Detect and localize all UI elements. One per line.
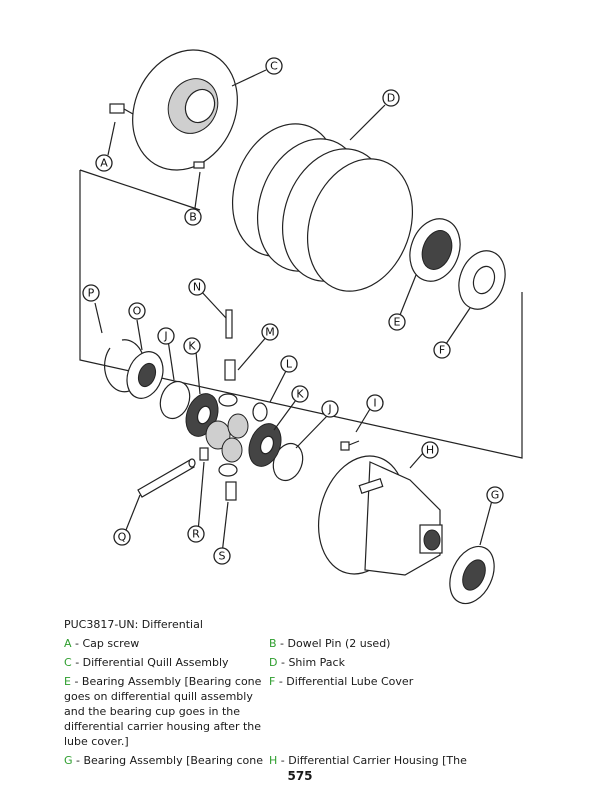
svg-text:J: J	[163, 330, 167, 343]
callout-e: E	[388, 313, 406, 331]
svg-text:E: E	[394, 316, 401, 329]
legend-item-f: F - Differential Lube Cover	[269, 675, 414, 688]
legend-item-a: A - Cap screw	[64, 637, 140, 650]
legend-row: E - Bearing Assembly [Bearing cone goes …	[64, 674, 544, 749]
legend-item-c: C - Differential Quill Assembly	[64, 656, 229, 669]
callout-b: B	[184, 208, 202, 226]
callout-k-right: K	[291, 385, 309, 403]
cap-screw	[109, 103, 134, 115]
callout-r: R	[187, 525, 205, 543]
svg-text:I: I	[373, 397, 376, 410]
pinion-pin-m	[224, 359, 236, 381]
differential-lube-cover	[458, 250, 506, 310]
parts-legend: A - Cap screw B - Dowel Pin (2 used) C -…	[64, 636, 544, 772]
legend-row: G - Bearing Assembly [Bearing cone H - D…	[64, 753, 544, 768]
callout-i: I	[366, 394, 384, 412]
callout-q: Q	[113, 528, 131, 546]
svg-text:D: D	[387, 92, 395, 105]
legend-item-h: H - Differential Carrier Housing [The	[269, 754, 467, 767]
svg-text:B: B	[189, 211, 197, 224]
dowel-pin	[193, 161, 205, 169]
long-pin-n	[225, 309, 233, 339]
callout-d: D	[382, 89, 400, 107]
differential-quill-assembly	[132, 49, 238, 171]
bearing-assembly-e	[409, 218, 461, 282]
svg-text:G: G	[491, 489, 500, 502]
callout-f: F	[433, 341, 451, 359]
callout-l: L	[280, 355, 298, 373]
svg-text:S: S	[219, 550, 226, 563]
legend-item-d: D - Shim Pack	[269, 656, 345, 669]
callout-j-right: J	[321, 400, 339, 418]
screw-i	[340, 440, 360, 451]
leader-lines	[94, 69, 495, 555]
legend-item-e: E - Bearing Assembly [Bearing cone goes …	[64, 675, 262, 748]
pinion-pin-s	[225, 481, 237, 501]
differential-carrier-housing	[317, 455, 443, 576]
callout-g: G	[486, 486, 504, 504]
legend-row: A - Cap screw B - Dowel Pin (2 used)	[64, 636, 544, 651]
callout-c: C	[265, 57, 283, 75]
svg-text:K: K	[296, 388, 304, 401]
svg-text:Q: Q	[118, 531, 127, 544]
exploded-differential-diagram: A B C D E F G H I J K L M N O P Q R S J …	[79, 49, 523, 605]
callout-n: N	[188, 278, 206, 296]
svg-text:N: N	[193, 281, 201, 294]
legend-item-b: B - Dowel Pin (2 used)	[269, 637, 391, 650]
pin-r	[199, 447, 209, 461]
svg-text:H: H	[426, 444, 434, 457]
callout-p: P	[82, 284, 100, 302]
washer-l	[252, 402, 268, 422]
legend-item-g: G - Bearing Assembly [Bearing cone	[64, 754, 263, 767]
svg-text:F: F	[439, 344, 445, 357]
assembly-frame	[79, 170, 523, 459]
svg-text:P: P	[88, 287, 95, 300]
shim-pack	[231, 123, 414, 292]
thrust-washer-j-left	[159, 380, 191, 420]
legend-row: C - Differential Quill Assembly D - Shim…	[64, 655, 544, 670]
svg-text:A: A	[100, 157, 108, 170]
svg-text:M: M	[265, 326, 275, 339]
svg-text:R: R	[192, 528, 200, 541]
spider-gear-cluster	[205, 393, 249, 477]
callout-m: M	[261, 323, 279, 341]
callout-o: O	[128, 302, 146, 320]
cross-shaft	[137, 458, 196, 498]
callout-a: A	[95, 154, 113, 172]
callout-k-left: K	[183, 337, 201, 355]
bearing-o	[126, 351, 164, 399]
svg-text:O: O	[133, 305, 142, 318]
svg-text:C: C	[270, 60, 278, 73]
svg-text:K: K	[188, 340, 196, 353]
callout-j-left: J	[157, 327, 175, 345]
page-number: 575	[287, 769, 313, 783]
svg-text:L: L	[286, 358, 293, 371]
callout-s: S	[213, 547, 231, 565]
callout-h: H	[421, 441, 439, 459]
side-gear-k-right	[248, 423, 282, 467]
svg-text:J: J	[327, 403, 331, 416]
figure-caption: PUC3817-UN: Differential	[64, 618, 203, 631]
bearing-assembly-g	[449, 545, 495, 605]
